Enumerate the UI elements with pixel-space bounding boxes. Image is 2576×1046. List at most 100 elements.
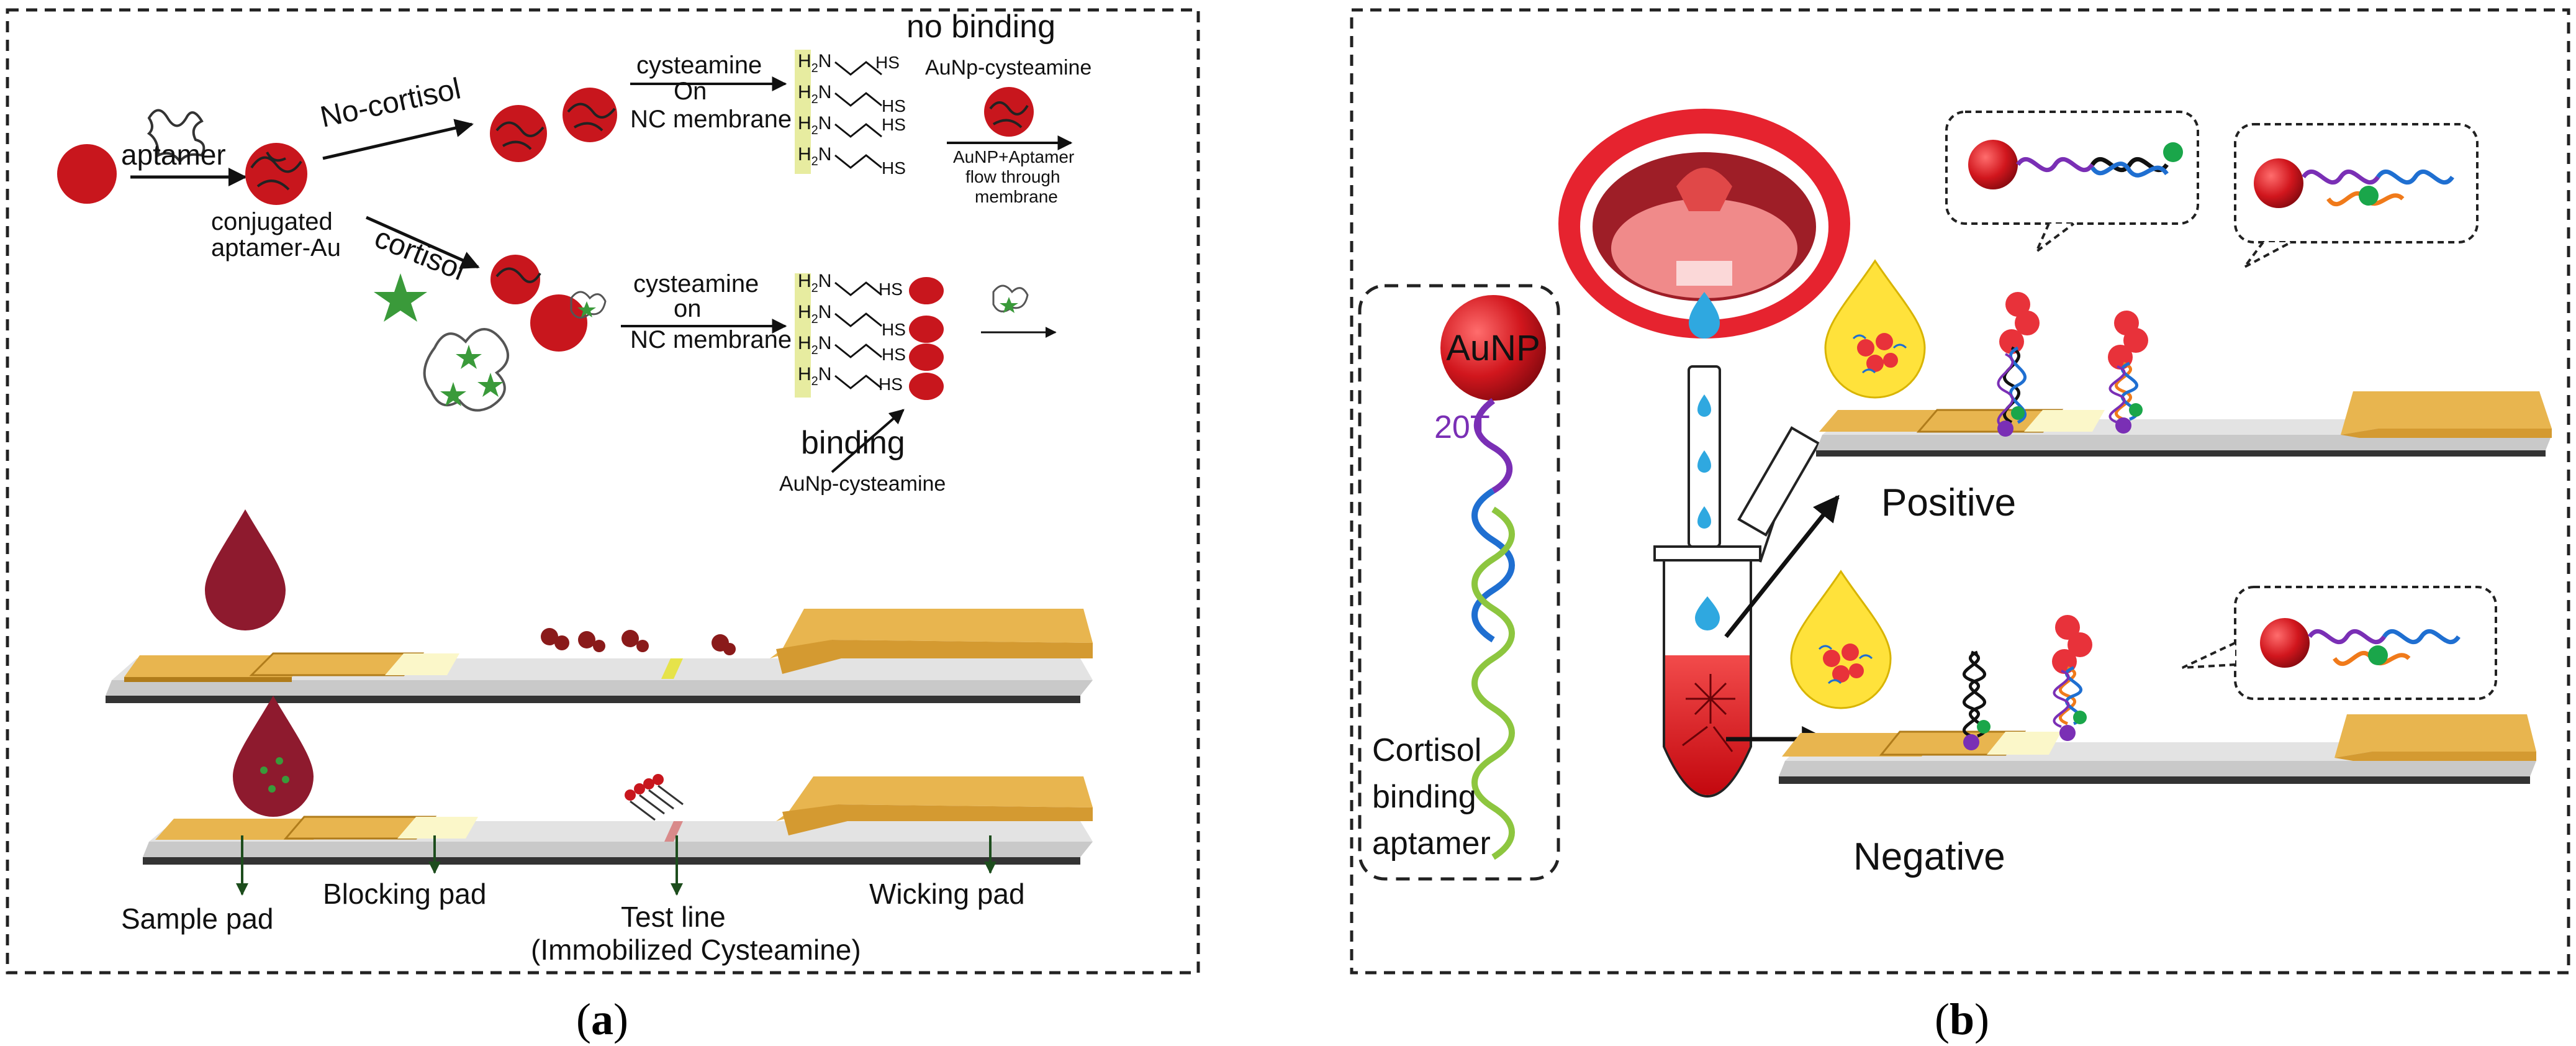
cysteamine-bottom-1: cysteamine: [633, 270, 759, 298]
lateral-flow-strip-bottom: [143, 774, 1093, 865]
gold-nanoparticle: [530, 294, 587, 352]
callout-bubble-3: [2182, 586, 2497, 700]
aptamer-cortisol-small: [570, 291, 607, 319]
aptamer-coil-icon: [495, 267, 541, 283]
aunp-cysteamine-top-label: AuNp-cysteamine: [925, 56, 1091, 80]
callout-bubble-2: [2234, 123, 2479, 268]
aptamer-label-1: Cortisol: [1372, 732, 1481, 768]
svg-text:H2N: H2N: [798, 113, 831, 137]
sample-drop-positive: [1824, 259, 1926, 399]
svg-text:HS: HS: [882, 320, 906, 339]
aunp-cysteamine-bottom-label: AuNp-cysteamine: [779, 472, 946, 496]
svg-text:H2N: H2N: [798, 271, 831, 295]
aptamer-label: aptamer: [121, 139, 226, 171]
lateral-flow-strip-negative: [1779, 714, 2536, 784]
panel-b: AuNP 20T Cortisol binding aptamer: [1350, 8, 2570, 1044]
no-cortisol-arrow: [322, 119, 474, 160]
20t-label: 20T: [1434, 409, 1490, 445]
gold-nanoparticle: [57, 144, 117, 204]
caption-a: (a): [576, 994, 628, 1044]
cysteamine-top-1: cysteamine: [636, 52, 762, 79]
sample-pad-label: Sample pad: [121, 903, 274, 935]
strip-pointers: [236, 835, 997, 896]
svg-text:H2N: H2N: [798, 144, 831, 168]
conjugated-particle: [245, 143, 307, 205]
conjugated-particle: [490, 105, 547, 162]
aunp-bead: [1440, 295, 1546, 401]
cortisol-star-icon: [374, 273, 427, 322]
aptamer-inset-frame: [1358, 284, 1560, 881]
aptamer-label-2: binding: [1372, 779, 1476, 815]
cysteamine-molecules-bottom: H2N H2N H2N H2N HS HS HS HS: [798, 271, 944, 400]
cortisol-star-icon: [456, 345, 482, 369]
sample-drop-negative: [1790, 570, 1892, 709]
binding-label: binding: [801, 425, 905, 461]
caption-b: (b): [1935, 994, 1989, 1044]
mouth-icon: [1558, 109, 1850, 339]
blocking-pad-label: Blocking pad: [323, 878, 486, 910]
cysteamine-bottom-2: on: [674, 295, 702, 322]
poly-t-linker: [1473, 398, 1513, 494]
test-line-negative: [1963, 650, 1991, 750]
no-binding-label: no binding: [906, 9, 1055, 45]
svg-text:HS: HS: [882, 345, 906, 364]
svg-text:HS: HS: [882, 158, 906, 178]
svg-text:HS: HS: [875, 53, 900, 72]
immobilized-label: (Immobilized Cysteamine): [531, 934, 861, 966]
cysteamine-top-2: On: [674, 78, 707, 105]
conjugated-particle: [563, 88, 617, 142]
aptamer-label-3: aptamer: [1372, 825, 1491, 862]
test-line-cysteamine-bound: [625, 774, 684, 821]
panel-a-frame: [6, 8, 1200, 975]
aptamer-icon: [147, 109, 206, 164]
cysteamine-molecules-top: H2N H2N H2N H2N HS HS HS HS: [798, 51, 906, 178]
cysteamine-top-3: NC membrane: [630, 106, 792, 133]
aptamer-coil-icon: [567, 102, 616, 132]
cysteamine-bottom-3: NC membrane: [630, 326, 792, 353]
blood-drop-icon: [205, 509, 286, 630]
svg-text:H2N: H2N: [798, 333, 831, 357]
aunp-label: AuNP: [1446, 328, 1540, 368]
cortisol-star-icon: [440, 382, 466, 406]
conjugated-particle: [490, 255, 540, 304]
cortisol-label: cortisol: [370, 221, 470, 287]
aptamer-coil-icon: [495, 121, 545, 150]
svg-text:HS: HS: [879, 375, 903, 394]
panel-b-frame: [1350, 8, 2570, 975]
svg-text:H2N: H2N: [798, 302, 831, 326]
lateral-flow-strip-top: [106, 609, 1093, 703]
svg-text:H2N: H2N: [798, 82, 831, 106]
cortisol-star-icon: [577, 301, 596, 317]
nc-membrane-strip: [795, 50, 811, 174]
aptamer-cortisol-released: [992, 284, 1029, 313]
collection-tube: [1653, 365, 1820, 798]
svg-text:HS: HS: [882, 96, 906, 116]
aptamer-coil-icon: [250, 152, 302, 191]
capture-strand: [1471, 488, 1515, 643]
nc-membrane-strip: [795, 273, 811, 398]
cortisol-arrow: [365, 216, 480, 269]
no-cortisol-label: No-cortisol: [317, 72, 463, 134]
conjugated-particle: [984, 87, 1034, 137]
cortisol-star-icon: [477, 373, 504, 397]
svg-text:H2N: H2N: [798, 364, 831, 388]
reaction-scheme: aptamer conjugated aptamer-Au No-cortiso…: [57, 9, 1091, 496]
aptamer-cortisol-complex: [423, 328, 509, 412]
svg-text:HS: HS: [882, 115, 906, 134]
control-line-positive: [2108, 311, 2148, 434]
aptamer-coil-icon: [989, 101, 1029, 129]
flow-label-1: AuNP+Aptamer: [953, 147, 1074, 166]
negative-label: Negative: [1853, 835, 2005, 878]
cortisol-star-icon: [1000, 297, 1018, 313]
positive-arrow: [1724, 494, 1840, 639]
flow-label-2: flow through: [965, 167, 1060, 186]
positive-label: Positive: [1881, 481, 2016, 524]
test-line-positive: [1997, 292, 2040, 437]
binding-arrow: [831, 409, 905, 473]
svg-text:H2N: H2N: [798, 51, 831, 75]
conjugate-cluster-positive: [1852, 333, 1907, 374]
test-line-label: Test line: [621, 901, 726, 933]
callout-bubble-1: [1945, 111, 2199, 256]
panel-a: aptamer conjugated aptamer-Au No-cortiso…: [6, 8, 1200, 1044]
